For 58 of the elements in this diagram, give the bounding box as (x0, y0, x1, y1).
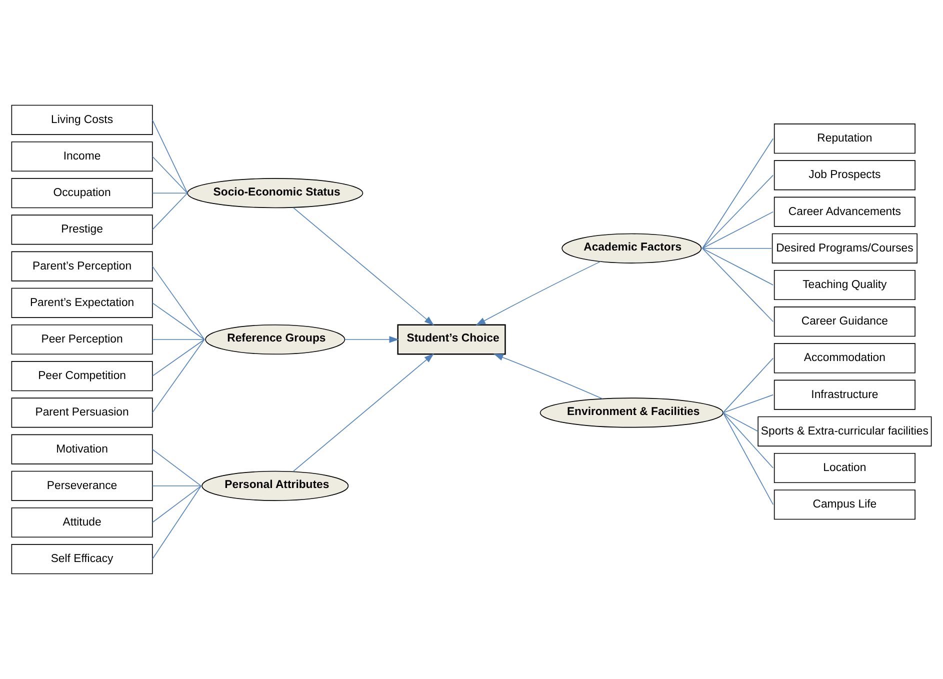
connector (152, 156, 188, 194)
connector (152, 339, 205, 340)
node-box: Peer Perception (11, 324, 153, 355)
node-box: Career Guidance (774, 306, 916, 337)
node-box: Parent’s Perception (11, 251, 153, 282)
node-box: Parent’s Expectation (11, 288, 153, 318)
connector (152, 192, 188, 230)
node-box: Accommodation (774, 343, 916, 374)
node-box: Prestige (11, 214, 153, 245)
connector (702, 248, 772, 249)
arrow (292, 207, 434, 326)
node-box: Living Costs (11, 104, 153, 135)
node-ellipse: Reference Groups (205, 324, 346, 355)
node-box: Attitude (11, 507, 153, 538)
arrow (494, 354, 603, 400)
connector (152, 339, 205, 376)
connector (702, 174, 774, 249)
arrow (476, 261, 601, 326)
node-ellipse: Environment & Facilities (540, 398, 724, 428)
node-box: Teaching Quality (774, 270, 916, 300)
node-box: Student’s Choice (397, 324, 506, 355)
connector (152, 486, 202, 560)
connector (152, 119, 188, 194)
node-box: Parent Persuasion (11, 398, 153, 428)
node-ellipse: Personal Attributes (202, 470, 349, 501)
connector (152, 486, 202, 523)
connector (152, 448, 202, 486)
connector (152, 302, 205, 340)
node-box: Perseverance (11, 470, 153, 501)
node-box: Self Efficacy (11, 544, 153, 574)
connector (702, 138, 774, 249)
node-box: Reputation (774, 124, 916, 154)
arrow (344, 336, 399, 343)
node-ellipse: Socio-Economic Status (187, 178, 364, 208)
connector (152, 192, 188, 194)
connector (722, 412, 774, 468)
node-box: Motivation (11, 434, 153, 464)
connector (152, 266, 205, 340)
node-box: Location (774, 452, 916, 484)
node-box: Desired Programs/Courses (772, 233, 918, 264)
connector (722, 358, 774, 414)
node-box: Job Prospects (774, 160, 916, 190)
connector (702, 211, 774, 249)
node-ellipse: Academic Factors (562, 233, 702, 264)
connector (152, 339, 205, 414)
connector (722, 412, 758, 432)
connector (702, 248, 774, 322)
node-box: Career Advancements (774, 196, 916, 227)
node-box: Occupation (11, 178, 153, 208)
arrow (292, 354, 434, 472)
connector (702, 248, 774, 286)
node-box: Peer Competition (11, 361, 153, 392)
connector (722, 394, 774, 414)
node-box: Campus Life (774, 490, 916, 520)
node-box: Sports & Extra-curricular facilities (758, 416, 932, 446)
node-box: Infrastructure (774, 380, 916, 410)
connector (722, 412, 774, 506)
node-box: Income (11, 141, 153, 172)
